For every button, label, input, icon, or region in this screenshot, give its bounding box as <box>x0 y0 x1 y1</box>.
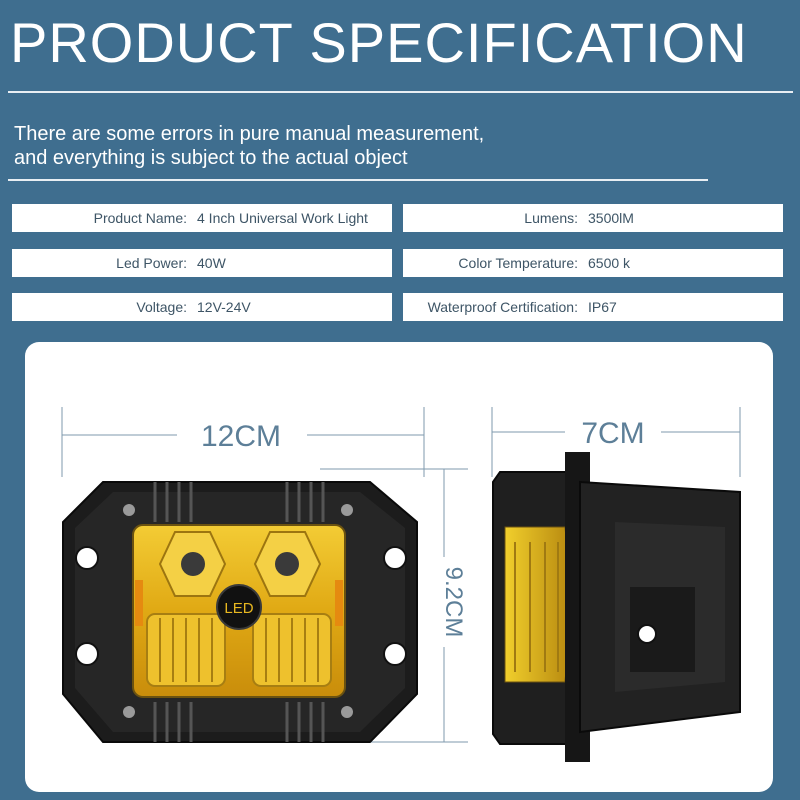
spec-label: Lumens: <box>524 210 578 226</box>
spec-waterproof: Waterproof Certification: IP67 <box>403 293 783 321</box>
spec-label: Voltage: <box>136 299 187 315</box>
height-label: 9.2CM <box>440 567 467 638</box>
spec-value: 40W <box>197 255 226 271</box>
spec-value: 4 Inch Universal Work Light <box>197 210 368 226</box>
width-dimension: 12CM <box>61 407 425 477</box>
spec-lumens: Lumens: 3500lM <box>403 204 783 232</box>
spec-label: Color Temperature: <box>458 255 578 271</box>
spec-led-power: Led Power: 40W <box>12 249 392 277</box>
spec-value: 3500lM <box>588 210 634 226</box>
spec-label: Product Name: <box>93 210 187 226</box>
spec-product-name: Product Name: 4 Inch Universal Work Ligh… <box>12 204 392 232</box>
led-badge-label: LED <box>224 600 253 617</box>
side-view <box>492 452 741 762</box>
product-drawing: 12CM 9.2CM 7CM <box>61 407 741 762</box>
width-label: 12CM <box>201 420 281 453</box>
note-divider <box>8 179 708 181</box>
spec-value: 6500 k <box>588 255 631 271</box>
depth-dimension: 7CM <box>491 407 741 477</box>
spec-color-temperature: Color Temperature: 6500 k <box>403 249 783 277</box>
page-title: PRODUCT SPECIFICATION <box>10 11 748 74</box>
spec-label: Led Power: <box>116 255 187 271</box>
product-image-panel: 12CM 9.2CM 7CM <box>25 342 773 792</box>
spec-value: 12V-24V <box>197 299 251 315</box>
spec-value: IP67 <box>588 299 617 315</box>
spec-label: Waterproof Certification: <box>427 299 578 315</box>
spec-voltage: Voltage: 12V-24V <box>12 293 392 321</box>
depth-label: 7CM <box>581 417 644 450</box>
title-divider <box>8 91 793 93</box>
front-view: LED <box>62 481 418 743</box>
measurement-note: There are some errors in pure manual mea… <box>14 123 485 169</box>
led-badge <box>216 584 262 630</box>
